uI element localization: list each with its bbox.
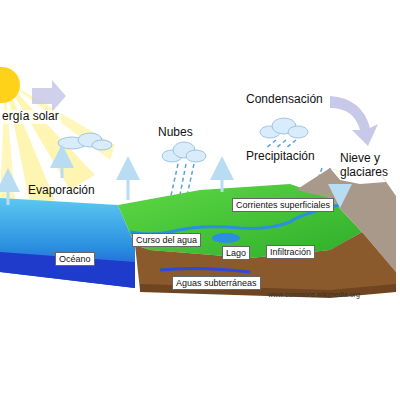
ocean: [0, 198, 135, 288]
cycle-arrow: [330, 96, 378, 146]
sun: [0, 67, 115, 205]
ocean-depth: [0, 252, 135, 288]
solar-arrow: [32, 80, 66, 112]
callout-label: Evaporación: [28, 184, 95, 198]
callout-label: Precipitación: [246, 150, 315, 164]
callout-label: Nieve y glaciares: [340, 152, 396, 180]
region-label: Corrientes superficiales: [232, 198, 334, 212]
callout-label: Condensación: [246, 93, 323, 107]
region-label: Océano: [55, 252, 95, 266]
region-label: Aguas subterráneas: [172, 276, 261, 290]
watermark: www.commons.wikimedia.org: [268, 291, 360, 299]
region-label: Infiltración: [266, 245, 315, 259]
groundwater: [160, 268, 250, 272]
region-label: Curso del agua: [132, 233, 201, 247]
callout-label: ergía solar: [0, 110, 61, 124]
callout-label: Nubes: [158, 126, 193, 140]
cloud: [162, 142, 206, 162]
cloud: [58, 133, 112, 150]
lake: [212, 233, 240, 243]
region-label: Lago: [222, 246, 250, 260]
cloud: [260, 118, 308, 138]
